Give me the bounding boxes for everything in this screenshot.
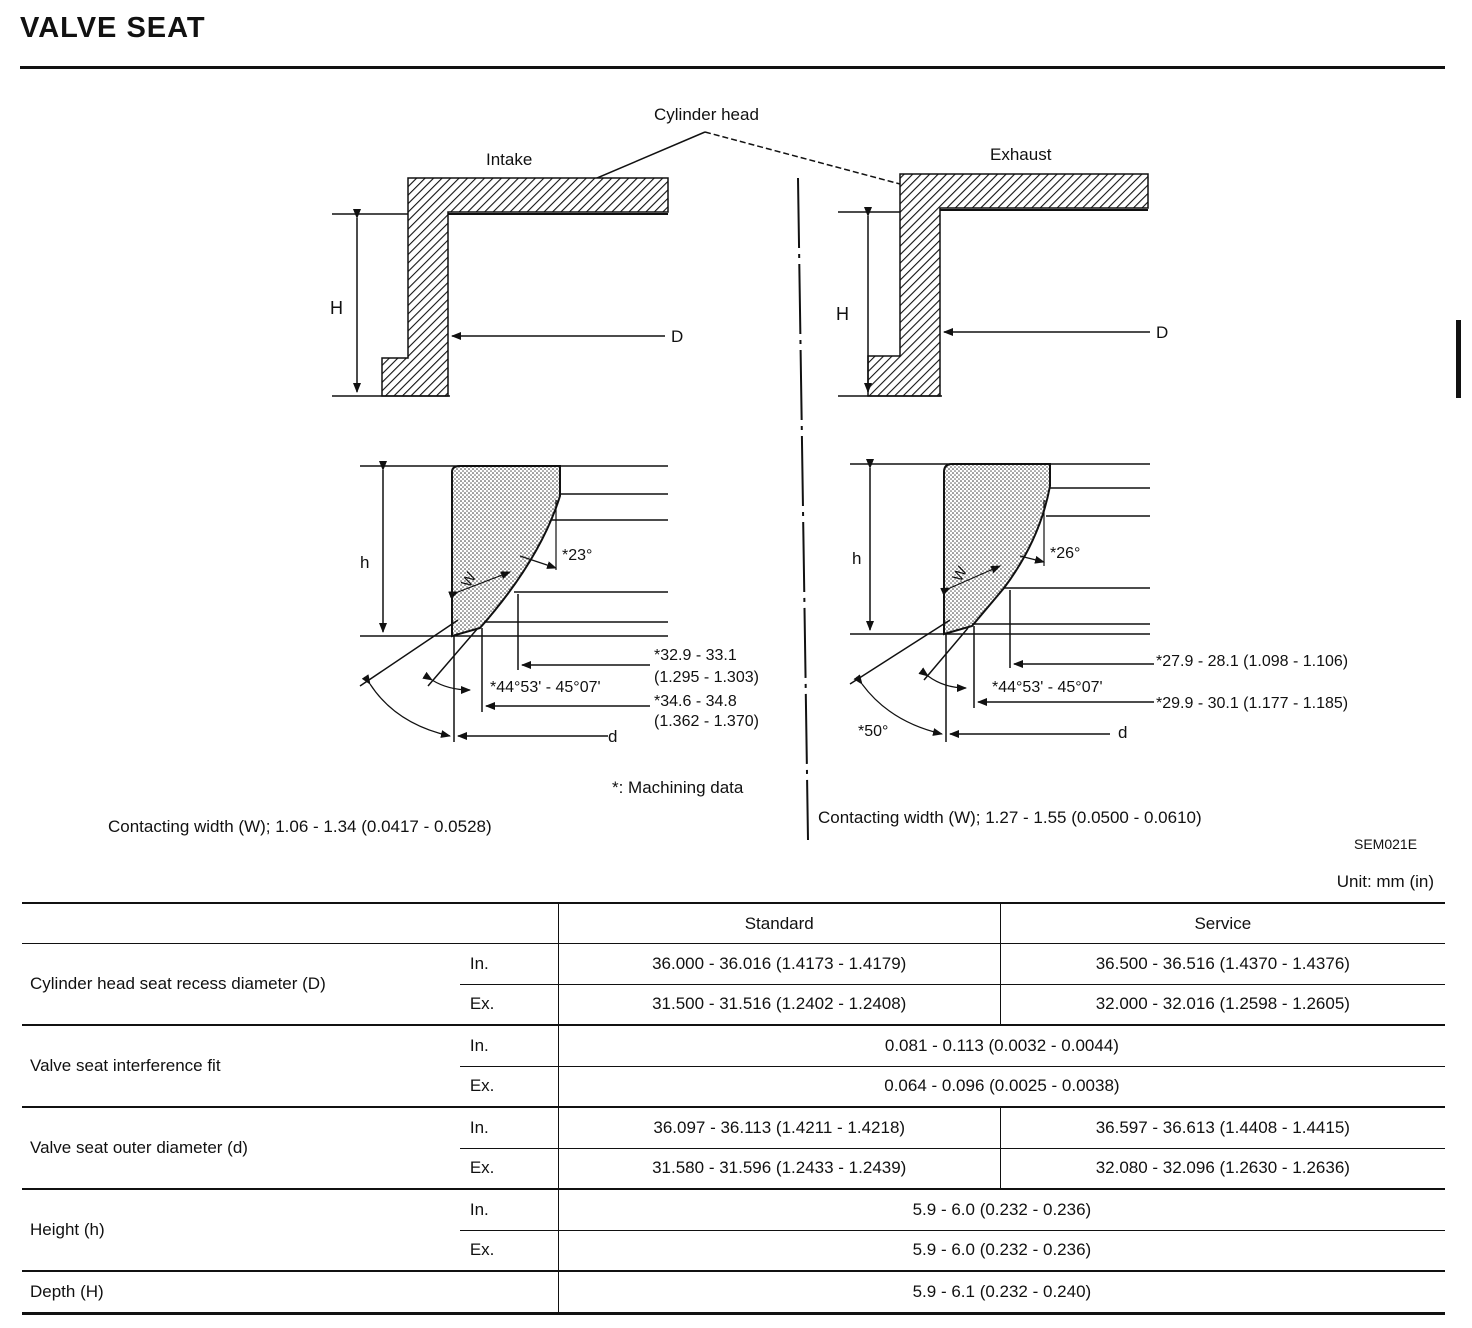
cell-value: 32.000 - 32.016 (1.2598 - 1.2605) xyxy=(999,984,1445,1026)
intake-d: d xyxy=(608,727,617,746)
intake-dim2-a: *34.6 - 34.8 xyxy=(654,693,737,710)
intake-h: h xyxy=(360,553,369,572)
table-row: Depth (H) 5.9 - 6.1 (0.232 - 0.240) xyxy=(22,1271,1445,1315)
table-row: Ex. 0.064 - 0.096 (0.0025 - 0.0038) xyxy=(22,1066,1445,1108)
side-tab-mark xyxy=(1456,320,1461,398)
table-row: Valve seat outer diameter (d) In. 36.097… xyxy=(22,1107,1445,1190)
cell-value: 36.000 - 36.016 (1.4173 - 1.4179) xyxy=(557,943,1001,985)
row-sub: In. xyxy=(459,943,559,985)
cell-value: 36.597 - 36.613 (1.4408 - 1.4415) xyxy=(999,1107,1445,1149)
cell-value: 31.500 - 31.516 (1.2402 - 1.2408) xyxy=(557,984,1001,1026)
intake-H: H xyxy=(330,298,343,318)
row-label: Valve seat outer diameter (d) xyxy=(22,1107,460,1190)
cell-value: 31.580 - 31.596 (1.2433 - 1.2439) xyxy=(557,1148,1001,1190)
exhaust-label: Exhaust xyxy=(990,145,1052,164)
table-row: Height (h) In. 5.9 - 6.0 (0.232 - 0.236) xyxy=(22,1189,1445,1272)
table-row: Valve seat interference fit In. 0.081 - … xyxy=(22,1025,1445,1108)
cell-value: 32.080 - 32.096 (1.2630 - 1.2636) xyxy=(999,1148,1445,1190)
row-sub: Ex. xyxy=(459,984,559,1026)
row-label: Valve seat interference fit xyxy=(22,1025,460,1108)
cell-value: 36.500 - 36.516 (1.4370 - 1.4376) xyxy=(999,943,1445,985)
cylinder-head-label: Cylinder head xyxy=(654,105,759,124)
title-rule xyxy=(20,66,1445,69)
table-row: Cylinder head seat recess diameter (D) I… xyxy=(22,943,1445,1026)
cell-value: 5.9 - 6.0 (0.232 - 0.236) xyxy=(557,1189,1445,1231)
intake-D: D xyxy=(671,327,683,346)
row-label: Cylinder head seat recess diameter (D) xyxy=(22,943,460,1026)
cell-value: 5.9 - 6.0 (0.232 - 0.236) xyxy=(557,1230,1445,1272)
intake-label: Intake xyxy=(486,150,532,169)
exhaust-dim1: *27.9 - 28.1 (1.098 - 1.106) xyxy=(1156,653,1348,670)
row-sub: In. xyxy=(459,1025,559,1067)
exhaust-angle-mid: *44°53' - 45°07' xyxy=(992,679,1103,696)
cell-value: 0.064 - 0.096 (0.0025 - 0.0038) xyxy=(557,1066,1445,1108)
unit-note: Unit: mm (in) xyxy=(1336,872,1434,891)
row-sub: In. xyxy=(459,1107,559,1149)
table-row: Ex. 31.580 - 31.596 (1.2433 - 1.2439) 32… xyxy=(22,1148,1445,1190)
exhaust-contacting-width: Contacting width (W); 1.27 - 1.55 (0.050… xyxy=(818,808,1202,827)
exhaust-angle-top: *26° xyxy=(1050,545,1080,562)
cell-value: 5.9 - 6.1 (0.232 - 0.240) xyxy=(557,1271,1445,1315)
intake-angle-mid: *44°53' - 45°07' xyxy=(490,679,601,696)
intake-dim1-a: *32.9 - 33.1 xyxy=(654,647,737,664)
page-title: VALVE SEAT xyxy=(20,12,206,44)
table-header-row: Standard Service xyxy=(22,902,1445,944)
row-sub: Ex. xyxy=(459,1230,559,1272)
valve-seat-diagram: Cylinder head Intake Exhaust H D H D h *… xyxy=(108,105,1417,852)
table-row: Ex. 31.500 - 31.516 (1.2402 - 1.2408) 32… xyxy=(22,984,1445,1026)
table-row: Ex. 5.9 - 6.0 (0.232 - 0.236) xyxy=(22,1230,1445,1272)
row-sub: In. xyxy=(459,1189,559,1231)
exhaust-D: D xyxy=(1156,323,1168,342)
exhaust-dim2: *29.9 - 30.1 (1.177 - 1.185) xyxy=(1156,695,1348,712)
exhaust-d: d xyxy=(1118,723,1127,742)
valve-seat-spec-table: Standard Service Cylinder head seat rece… xyxy=(22,902,1445,1315)
row-label: Depth (H) xyxy=(22,1271,559,1315)
cell-value: 36.097 - 36.113 (1.4211 - 1.4218) xyxy=(557,1107,1001,1149)
intake-contacting-width: Contacting width (W); 1.06 - 1.34 (0.041… xyxy=(108,817,492,836)
row-label: Height (h) xyxy=(22,1189,460,1272)
center-divider xyxy=(797,177,809,841)
row-sub: Ex. xyxy=(459,1066,559,1108)
cell-value: 0.081 - 0.113 (0.0032 - 0.0044) xyxy=(557,1025,1445,1067)
machining-note: *: Machining data xyxy=(612,778,744,797)
figure-code: SEM021E xyxy=(1354,836,1417,852)
header-service: Service xyxy=(999,902,1445,944)
exhaust-h: h xyxy=(852,549,861,568)
exhaust-H: H xyxy=(836,304,849,324)
leader-exhaust xyxy=(704,131,946,197)
header-standard: Standard xyxy=(557,902,1001,944)
exhaust-angle-bottom: *50° xyxy=(858,723,888,740)
row-sub: Ex. xyxy=(459,1148,559,1190)
intake-dim1-b: (1.295 - 1.303) xyxy=(654,669,759,686)
intake-dim2-b: (1.362 - 1.370) xyxy=(654,713,759,730)
intake-angle-top: *23° xyxy=(562,547,592,564)
